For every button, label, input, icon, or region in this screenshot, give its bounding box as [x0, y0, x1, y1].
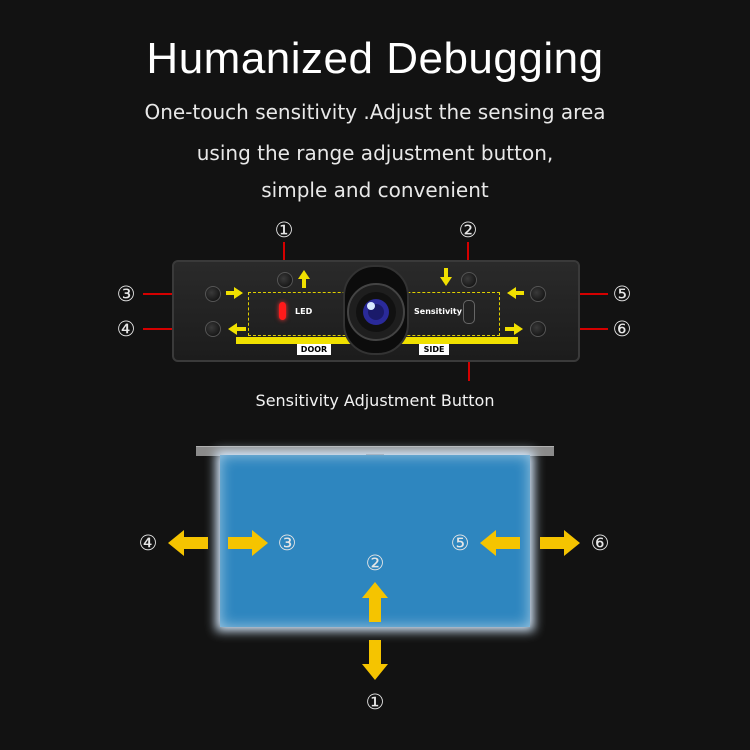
leader-line-2	[467, 242, 469, 276]
camera-lens-icon	[343, 265, 409, 355]
zone-marker-1: ①	[365, 690, 385, 714]
device-button-2[interactable]	[461, 272, 477, 288]
side-tag: SIDE	[419, 344, 449, 355]
sensitivity-button-label: Sensitivity Adjustment Button	[255, 391, 495, 410]
sensing-zone	[220, 455, 530, 627]
device-marker-2: ②	[458, 218, 478, 242]
device-button-6[interactable]	[530, 321, 546, 337]
device-button-5[interactable]	[530, 286, 546, 302]
device-button-1[interactable]	[277, 272, 293, 288]
led-label: LED	[295, 307, 313, 316]
zone-marker-6: ⑥	[590, 531, 610, 555]
door-rail	[196, 446, 554, 456]
door-tag: DOOR	[297, 344, 331, 355]
leader-line-1	[283, 242, 285, 276]
zone-arrow-4	[168, 530, 208, 556]
subtitle-line-3: simple and convenient	[261, 178, 489, 202]
sensitivity-knob[interactable]	[463, 300, 475, 324]
zone-marker-4: ④	[138, 531, 158, 555]
sensitivity-label: Sensitivity	[414, 307, 462, 316]
device-marker-4: ④	[116, 317, 136, 341]
page-title: Humanized Debugging	[146, 34, 604, 83]
device-marker-3: ③	[116, 282, 136, 306]
subtitle-line-2: using the range adjustment button,	[196, 141, 554, 165]
device-button-4[interactable]	[205, 321, 221, 337]
device-button-3[interactable]	[205, 286, 221, 302]
zone-marker-3: ③	[277, 531, 297, 555]
zone-arrow-6	[540, 530, 580, 556]
zone-marker-5: ⑤	[450, 531, 470, 555]
device-marker-1: ①	[274, 218, 294, 242]
zone-arrow-1	[362, 640, 388, 680]
subtitle-line-1: One-touch sensitivity .Adjust the sensin…	[144, 100, 606, 124]
led-indicator	[279, 302, 286, 320]
device-marker-5: ⑤	[612, 282, 632, 306]
device-marker-6: ⑥	[612, 317, 632, 341]
zone-marker-2: ②	[365, 551, 385, 575]
